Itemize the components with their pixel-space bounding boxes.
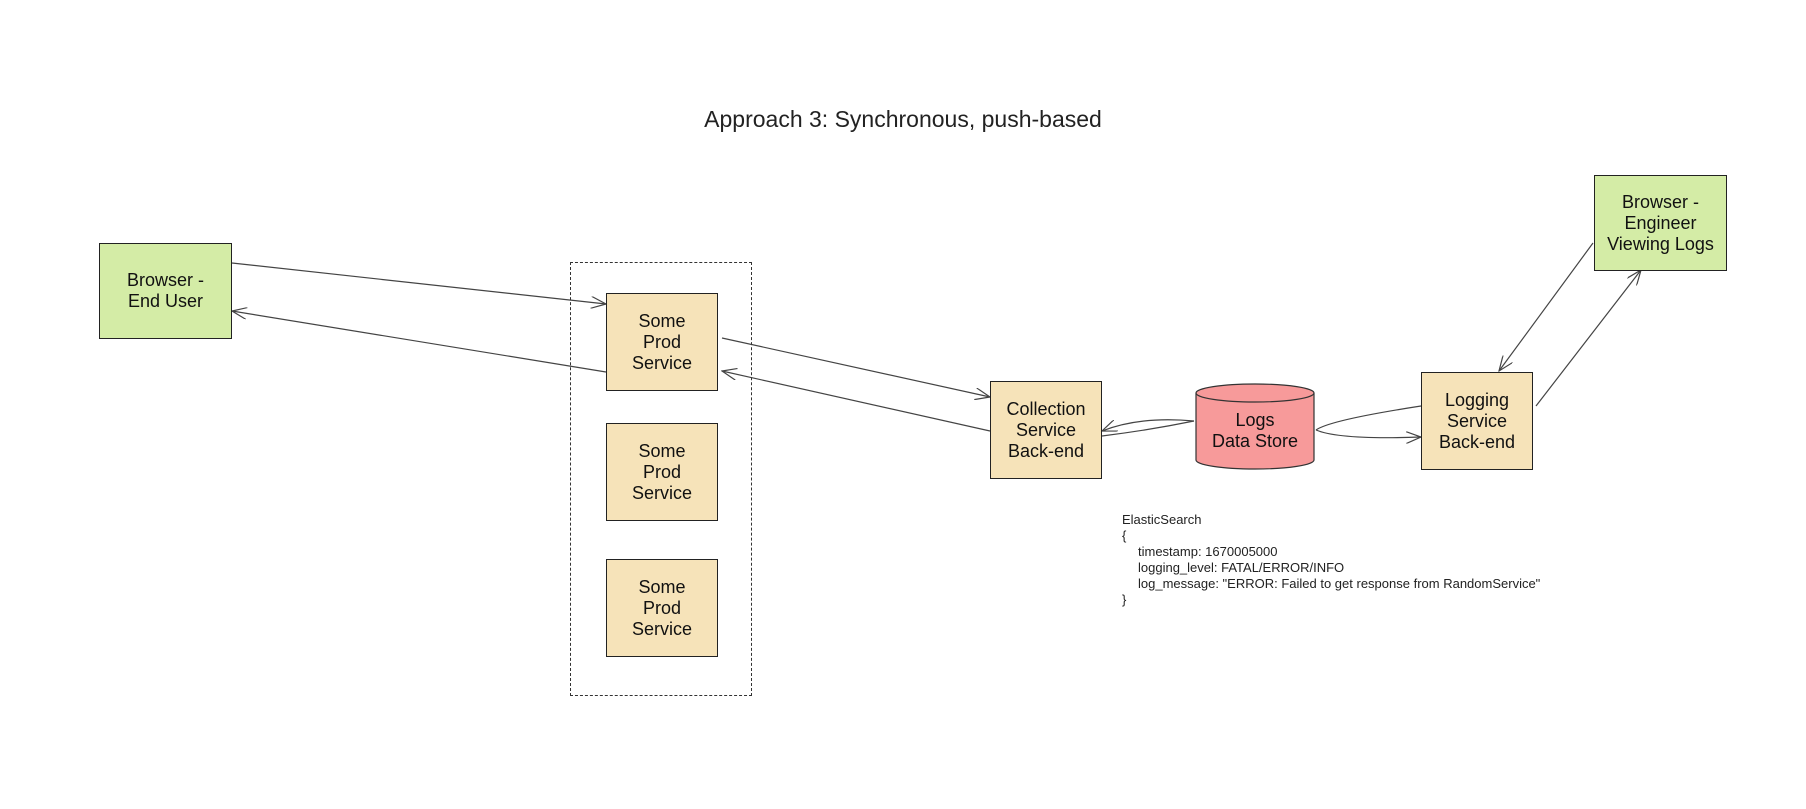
arrow-logging-to-engineer: [1535, 270, 1641, 407]
arrow-datastore-to-collection-1: [1102, 419, 1195, 431]
browser-engineer-node: Browser - Engineer Viewing Logs: [1594, 175, 1727, 271]
prod-service-node-2: Some Prod Service: [606, 423, 718, 521]
arrow-collection-to-prod: [722, 371, 991, 432]
note-line-timestamp: timestamp: 1670005000: [1138, 544, 1278, 559]
browser-end-user-node: Browser - End User: [99, 243, 232, 339]
logging-service-node: Logging Service Back-end: [1421, 372, 1533, 470]
note-open-brace: {: [1122, 528, 1127, 543]
prod-service-node-1: Some Prod Service: [606, 293, 718, 391]
arrow-prod-to-collection: [721, 337, 990, 397]
logs-data-store-label: Logs Data Store: [1211, 410, 1299, 451]
note-heading: ElasticSearch: [1122, 512, 1202, 527]
note-line-logging-level: logging_level: FATAL/ERROR/INFO: [1138, 560, 1345, 575]
prod-service-cluster: [570, 262, 752, 696]
logs-data-store-cylinder: [1195, 383, 1315, 470]
arrow-enduser-to-prod: [231, 262, 606, 304]
prod-service-node-3: Some Prod Service: [606, 559, 718, 657]
note-close-brace: }: [1122, 592, 1127, 607]
arrow-prod-to-enduser: [232, 311, 607, 373]
arrow-datastore-to-logging: [1315, 429, 1421, 438]
arrow-engineer-to-logging: [1499, 242, 1594, 371]
collection-service-node: Collection Service Back-end: [990, 381, 1102, 479]
elasticsearch-note: ElasticSearch { timestamp: 1670005000 lo…: [1122, 512, 1540, 608]
arrow-logging-to-datastore: [1315, 405, 1422, 431]
diagram-title: Approach 3: Synchronous, push-based: [704, 106, 1102, 132]
note-line-log-message: log_message: "ERROR: Failed to get respo…: [1138, 576, 1541, 591]
arrow-datastore-to-collection-2: [1101, 420, 1195, 437]
